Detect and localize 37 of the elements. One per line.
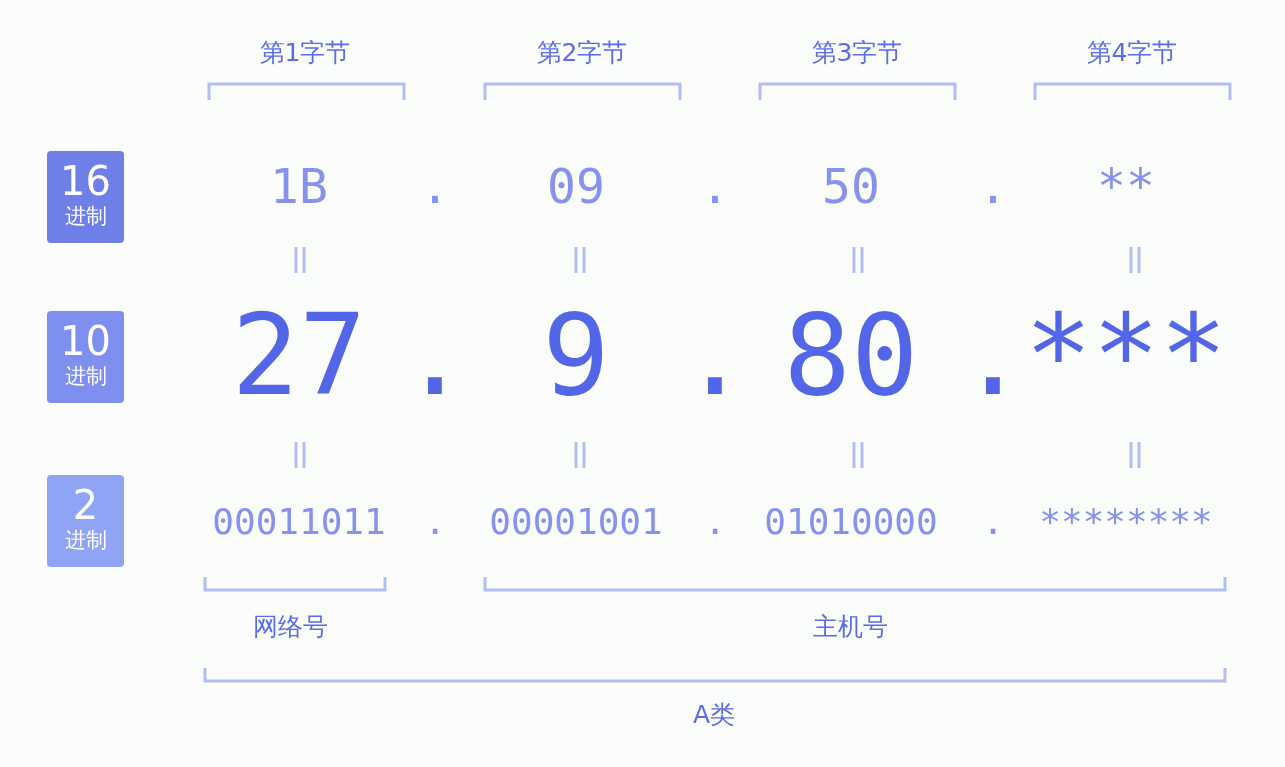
dot-separator: . [959,299,1027,411]
dot-separator: . [700,162,730,210]
class-label: A类 [692,701,736,727]
network-part-label: 网络号 [252,613,328,639]
base-badge [47,151,124,243]
byte-heading: 第4字节 [1086,39,1178,65]
hex-value: 50 [822,162,880,210]
base-badge [47,475,124,567]
binary-value: 00011011 [212,504,386,540]
dot-separator: . [424,504,446,540]
decimal-value: 80 [783,299,919,411]
dot-separator: . [982,504,1004,540]
base-badge [47,311,124,403]
byte-heading: 第1字节 [259,39,351,65]
dot-separator: . [401,299,469,411]
dot-separator: . [978,162,1008,210]
base-number: 10 [59,317,112,365]
hex-value: 1B [270,162,328,210]
decimal-value: *** [1024,299,1228,411]
byte-heading: 第3字节 [811,39,903,65]
base-unit: 进制 [63,203,108,229]
binary-value: ******** [1039,504,1213,540]
host-part-label: 主机号 [812,613,888,639]
hex-value: 09 [547,162,605,210]
dot-separator: . [704,504,726,540]
byte-heading: 第2字节 [536,39,628,65]
base-unit: 进制 [63,527,108,553]
decimal-value: 9 [542,299,610,411]
base-number: 16 [59,157,112,205]
binary-value: 00001001 [489,504,663,540]
binary-value: 01010000 [764,504,938,540]
base-unit: 进制 [63,363,108,389]
dot-separator: . [681,299,749,411]
decimal-value: 27 [231,299,367,411]
dot-separator: . [420,162,450,210]
hex-value: ** [1097,162,1155,210]
base-number: 2 [71,481,100,529]
